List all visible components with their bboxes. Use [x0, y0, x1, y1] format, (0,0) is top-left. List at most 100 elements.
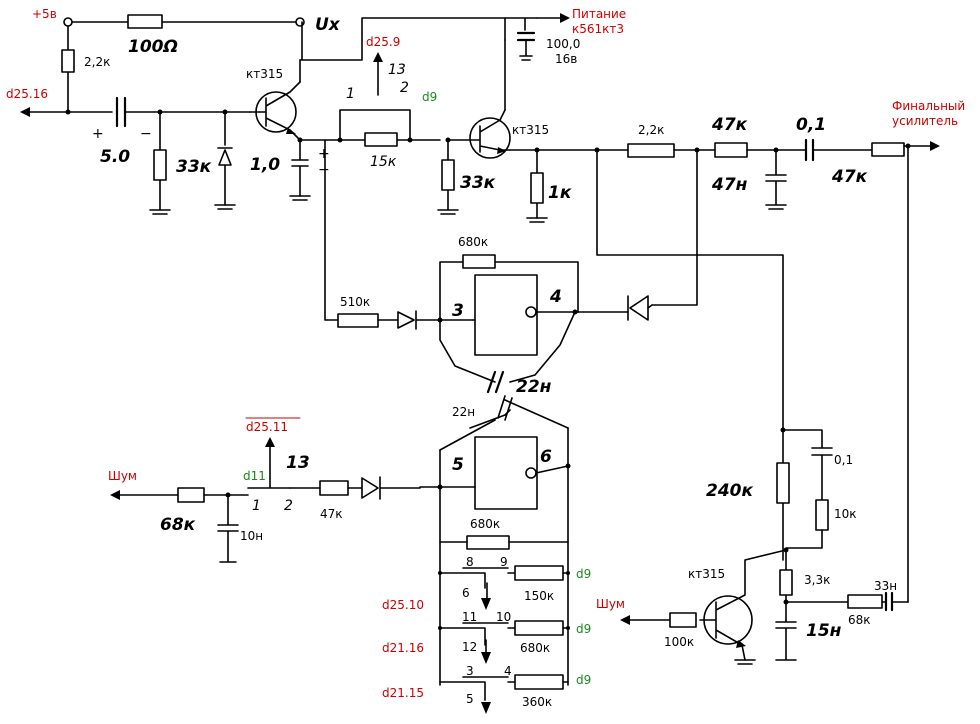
label-kt315-3: кт315 [688, 567, 725, 581]
label-kt315-1: кт315 [246, 67, 283, 81]
label-r-360k: 360к [522, 695, 552, 709]
label-r-2k2-top: 2,2к [84, 55, 110, 69]
label-pin5: 5 [452, 455, 464, 475]
label-d21-15: d21.15 [382, 686, 424, 700]
label-r-680k-bot: 680к [520, 641, 550, 655]
label-c-5: 5.0 [100, 147, 130, 167]
label-c-1-0: 1,0 [250, 155, 280, 175]
resistor-3k3 [779, 569, 793, 596]
label-sw-13-mid: 13 [286, 453, 310, 473]
label-r-47k-mid: 47к [320, 507, 343, 521]
label-kt315-2: кт315 [512, 123, 549, 137]
label-pin3: 3 [452, 301, 464, 321]
label-pin6: 6 [540, 447, 552, 467]
label-c-22n-b: 22н [452, 405, 475, 419]
label-c-0-1-right: 0,1 [834, 453, 853, 467]
label-d25-9: d25.9 [366, 35, 400, 49]
final-amp-arrow [930, 141, 940, 151]
label-r-100k: 100к [664, 635, 694, 649]
text-labels: +5в 2,2к 100Ω Ux Питание к561кт3 100,0 1… [6, 7, 965, 709]
label-sw-2-top: 2 [400, 80, 409, 96]
input-bias-network [20, 25, 251, 215]
label-c-10n: 10н [240, 529, 263, 543]
label-c-0-1-top: 0,1 [796, 115, 826, 135]
plus5v-terminal [63, 17, 73, 27]
label-shum-left: Шум [108, 469, 137, 483]
shum-right-arrow [620, 615, 630, 625]
label-r-3k3: 3,3к [804, 573, 830, 587]
label-pitanie-1: Питание [572, 7, 626, 21]
label-c-100: 100,0 [546, 37, 580, 51]
transistor-kt315-1 [249, 59, 441, 201]
label-r-47k-b: 47к [831, 167, 868, 187]
label-sw10: 10 [496, 610, 511, 624]
label-d9-top: d9 [422, 90, 437, 104]
power-rail-top [63, 13, 570, 61]
resistor-15k [364, 132, 398, 147]
resistor-360k [514, 674, 564, 690]
label-d25-10: d25.10 [382, 598, 424, 612]
switch-15k-network [324, 52, 459, 321]
label-pin4: 4 [549, 287, 562, 307]
label-final-1: Финальный [892, 99, 965, 113]
label-d25-11: d25.11 [246, 420, 288, 434]
label-r-680k-mid: 680к [470, 517, 500, 531]
resistor-47k-a [714, 142, 748, 158]
feedback-wires [596, 149, 784, 431]
label-r-150k: 150к [524, 589, 554, 603]
label-r-10k: 10к [834, 507, 857, 521]
label-sw4: 4 [504, 664, 512, 678]
resistor-680k-mid [466, 535, 510, 550]
label-r-47k-a: 47к [711, 115, 748, 135]
label-shum-right: Шум [596, 597, 625, 611]
label-sw-1-mid: 1 [252, 498, 261, 514]
label-r-2k2-right: 2,2к [638, 123, 664, 137]
resistor-47k-b [871, 142, 905, 157]
resistor-10k [815, 499, 829, 531]
label-r-33k-2: 33к [460, 173, 496, 193]
label-sw8: 8 [466, 555, 474, 569]
resistor-33k-1 [153, 149, 167, 181]
d25-16-arrow [20, 107, 30, 117]
label-r-68k-right: 68к [848, 613, 871, 627]
label-c-15n: 15н [806, 621, 842, 641]
label-sw12: 12 [462, 640, 477, 654]
noise-input-left [110, 437, 421, 563]
label-r-100: 100Ω [128, 37, 178, 57]
label-c1-minus: − [318, 162, 330, 178]
label-plus5v: +5в [32, 7, 57, 21]
label-d9-c: d9 [576, 673, 591, 687]
resistor-510k [337, 313, 379, 328]
label-sw11: 11 [462, 610, 477, 624]
shum-left-arrow [110, 490, 120, 500]
label-final-2: усилитель [892, 114, 958, 128]
resistor-68k-left [177, 487, 205, 503]
resistor-33k-2 [441, 159, 455, 191]
label-c-plus: + [92, 126, 104, 142]
label-pitanie-2: к561кт3 [572, 22, 624, 36]
label-c-22n-a: 22н [516, 377, 552, 397]
label-r-240k: 240к [706, 481, 753, 501]
resistor-680k-top [462, 254, 496, 269]
label-sw9: 9 [500, 555, 508, 569]
label-d9-a: d9 [576, 567, 591, 581]
label-sw6: 6 [462, 586, 470, 600]
label-c-16v: 16в [555, 52, 577, 66]
label-sw-13-top: 13 [388, 62, 406, 78]
label-d25-16: d25.16 [6, 87, 48, 101]
label-r-33k-1: 33к [176, 157, 212, 177]
noise-generator-right [620, 427, 909, 665]
label-c-47n: 47н [711, 175, 748, 195]
label-c1-plus: + [318, 146, 330, 162]
resistor-680k-bot [514, 620, 564, 636]
resistor-47k-mid [319, 480, 349, 496]
resistor-100-ohm [127, 14, 163, 29]
transistor-kt315-2 [447, 39, 629, 223]
resistor-100k [669, 612, 697, 628]
label-sw5: 5 [466, 692, 474, 706]
resistor-2k2-top [61, 49, 75, 73]
label-c-33n: 33н [874, 579, 897, 593]
label-sw-2-mid: 2 [284, 498, 293, 514]
gate-block-lower [419, 427, 571, 714]
